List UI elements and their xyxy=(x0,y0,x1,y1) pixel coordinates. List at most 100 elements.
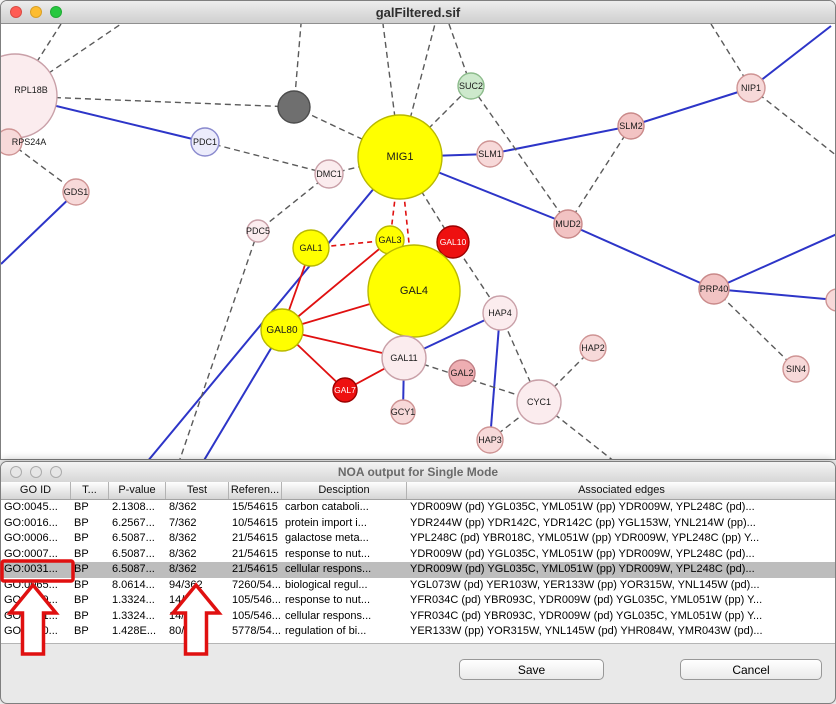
table-cell: BP xyxy=(74,578,89,591)
node-label-rpl18b: RPL18B xyxy=(14,85,48,95)
node-nip1[interactable] xyxy=(736,73,766,103)
node-label-cyc1: CYC1 xyxy=(527,397,551,407)
node-partial-right[interactable] xyxy=(825,288,836,312)
node-mud2[interactable] xyxy=(553,209,583,239)
save-button[interactable]: Save xyxy=(459,659,604,680)
column-header[interactable]: Referen... xyxy=(229,482,282,499)
column-header[interactable]: Desciption xyxy=(282,482,407,499)
network-edge-dashed xyxy=(14,95,295,108)
zoom-button[interactable] xyxy=(50,6,62,18)
column-header[interactable]: Associated edges xyxy=(407,482,835,499)
table-cell: 21/54615 xyxy=(232,532,278,544)
node-gal2[interactable] xyxy=(448,359,476,387)
node-rps24a[interactable] xyxy=(1,128,23,156)
node-gal7[interactable] xyxy=(332,377,358,403)
cancel-button[interactable]: Cancel xyxy=(680,659,822,680)
network-edge-dashed xyxy=(257,173,330,232)
node-label-mig1: MIG1 xyxy=(387,151,414,163)
node-label-pdc1: PDC1 xyxy=(193,137,217,147)
table-cell: 5778/54... xyxy=(232,625,281,637)
network-edge-dashed xyxy=(538,401,613,459)
network-edge-dashed xyxy=(204,141,330,175)
table-cell: BP xyxy=(74,609,89,622)
node-gcy1[interactable] xyxy=(390,399,416,425)
node-pdc5[interactable] xyxy=(246,219,270,243)
noa-window-title: NOA output for Single Mode xyxy=(337,465,499,479)
table-cell: cellular respons... xyxy=(285,609,372,622)
node-label-gal7: GAL7 xyxy=(334,385,356,395)
node-rpl18b[interactable] xyxy=(1,53,58,139)
node-gds1[interactable] xyxy=(62,178,90,206)
table-cell: 8/362 xyxy=(169,563,197,575)
close-button[interactable] xyxy=(10,6,22,18)
minimize-button[interactable] xyxy=(30,466,42,478)
node-slm2[interactable] xyxy=(617,112,645,140)
node-mig1[interactable] xyxy=(357,114,443,200)
network-edge-blue xyxy=(489,312,501,441)
node-gal80[interactable] xyxy=(260,308,304,352)
node-dmc1[interactable] xyxy=(314,159,344,189)
network-graph[interactable]: RPL18BRPS24AGDS1PDC1DMC1MIG1SUC2SLM1SLM2… xyxy=(1,24,836,460)
node-gal4[interactable] xyxy=(367,244,461,338)
network-edge-blue xyxy=(489,125,632,155)
table-cell: 6.2567... xyxy=(112,516,155,529)
column-header[interactable]: Test xyxy=(166,482,229,499)
node-cyc1[interactable] xyxy=(516,379,562,425)
node-label-gal10: GAL10 xyxy=(440,237,467,247)
minimize-button[interactable] xyxy=(30,6,42,18)
network-window-title: galFiltered.sif xyxy=(375,4,461,20)
node-slm1[interactable] xyxy=(476,140,504,168)
node-label-gal4: GAL4 xyxy=(400,285,428,297)
network-edge-blue xyxy=(750,25,832,89)
node-label-slm1: SLM1 xyxy=(478,149,502,159)
node-sin4[interactable] xyxy=(782,355,810,383)
table-cell: BP xyxy=(74,625,89,637)
node-hap3[interactable] xyxy=(476,426,504,454)
table-cell: GO:0031... xyxy=(4,563,58,575)
table-cell: BP xyxy=(74,516,89,529)
column-header[interactable]: T... xyxy=(71,482,109,499)
node-gal1[interactable] xyxy=(292,229,330,267)
node-gray1[interactable] xyxy=(277,90,311,124)
node-label-gal3: GAL3 xyxy=(378,235,401,245)
zoom-button[interactable] xyxy=(50,466,62,478)
close-button[interactable] xyxy=(10,466,22,478)
table-cell: YDR009W (pd) YGL035C, YML051W (pp) YDR00… xyxy=(410,547,755,560)
node-label-slm2: SLM2 xyxy=(619,121,643,131)
node-suc2[interactable] xyxy=(457,72,485,100)
node-hap4[interactable] xyxy=(482,295,518,331)
column-header[interactable]: GO ID xyxy=(1,482,71,499)
node-label-hap3: HAP3 xyxy=(478,435,502,445)
table-cell: BP xyxy=(74,501,89,513)
table-cell: 1.3324... xyxy=(112,594,155,606)
table-cell: 6.5087... xyxy=(112,547,155,560)
table-cell: 94/362 xyxy=(169,578,203,591)
table-cell: cellular respons... xyxy=(285,563,372,575)
node-gal10[interactable] xyxy=(436,225,470,259)
node-pdc1[interactable] xyxy=(190,127,220,157)
column-header[interactable]: P-value xyxy=(109,482,166,499)
network-window-titlebar[interactable]: galFiltered.sif xyxy=(1,1,835,24)
table-cell: 14/362 xyxy=(169,609,203,622)
network-edge-dashed xyxy=(179,230,259,459)
network-edge-blue xyxy=(1,191,77,265)
table-cell: carbon cataboli... xyxy=(285,501,369,513)
node-hap2[interactable] xyxy=(579,334,607,362)
node-label-mud2: MUD2 xyxy=(555,219,581,229)
network-edge-blue xyxy=(630,87,752,127)
node-gal11[interactable] xyxy=(381,335,427,381)
table-cell: 8/362 xyxy=(169,501,197,513)
table-cell: 14/362 xyxy=(169,594,203,606)
node-prp40[interactable] xyxy=(698,273,730,305)
noa-window-titlebar[interactable]: NOA output for Single Mode xyxy=(1,462,835,483)
